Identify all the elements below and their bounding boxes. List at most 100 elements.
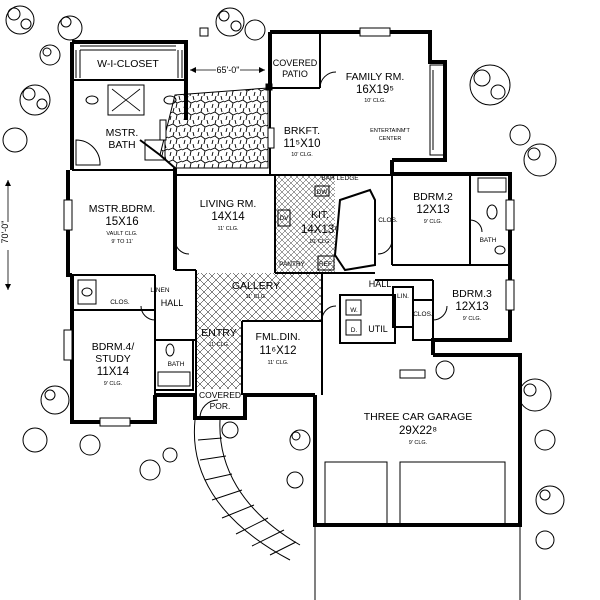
mstr-bdrm-clg-2: 9' TO 11' (111, 239, 132, 245)
kitchen-label: KIT. (311, 209, 329, 221)
tree-icon (40, 385, 70, 415)
garage-clg: 9' CLG. (409, 440, 428, 446)
brkft-size: 11⁵X10 (283, 138, 320, 150)
interior-walls (72, 32, 510, 395)
living-room-label: LIVING RM. (200, 198, 257, 210)
tub-icon (157, 371, 191, 387)
utility-label: UTIL (368, 324, 388, 334)
kitchen-size: 14X13⁶ (301, 224, 339, 236)
dimension-width: 65'-0" (190, 63, 265, 75)
garage-label: THREE CAR GARAGE (364, 411, 473, 423)
bdrm3-label: BDRM.3 (452, 288, 492, 300)
entertainment-label-2: CENTER (379, 136, 402, 142)
tree-icon (535, 530, 555, 550)
tree-icon (79, 434, 101, 456)
driveway (314, 525, 521, 600)
depth-dimension-label: 70'-0" (0, 221, 10, 244)
kitchen-clg: 10' CLG. (309, 239, 331, 245)
fixtures (63, 27, 515, 526)
tree-icon (162, 447, 178, 463)
mstr-bdrm-clg: VAULT CLG. (106, 231, 138, 237)
fireplace-icon (429, 64, 445, 156)
mstr-bath-label-2: BATH (108, 139, 135, 151)
toilet-icon (486, 204, 498, 220)
mstr-bdrm-size: 15X16 (105, 216, 138, 228)
dryer-label: D. (351, 327, 358, 334)
tree-icon (523, 143, 557, 177)
washer-label: W. (350, 307, 358, 314)
annotations: BAR LEDGE DW PANTRY REF. DV CLOS. BATH C… (110, 175, 496, 368)
bdrm4-clg: 9' CLG. (104, 381, 123, 387)
tree-icon (289, 429, 311, 451)
bdrm3-size: 12X13 (455, 301, 488, 313)
bdrm2-bath-label: BATH (480, 237, 497, 244)
dw-label: DW (317, 189, 329, 196)
tree-icon (2, 127, 28, 153)
pantry-label: PANTRY (279, 261, 305, 268)
mstr-bath-label: MSTR. (106, 127, 139, 139)
bdrm2-clg: 9' CLG. (424, 219, 443, 225)
family-room-clg: 10' CLG. (364, 98, 386, 104)
bdrm4-label: BDRM.4/ (92, 341, 135, 353)
tree-icon (286, 471, 304, 489)
tub-icon (477, 177, 507, 193)
covered-por-label-2: POR. (210, 401, 231, 411)
tree-icon (535, 485, 565, 515)
tree-icon (139, 459, 161, 481)
bdrm2-closet-label: CLOS. (378, 217, 398, 224)
small-bath-label: BATH (168, 361, 185, 368)
gallery-tile (196, 273, 322, 321)
bdrm3-closet-label: CLOS. (413, 311, 433, 318)
covered-patio-label: COVERED (273, 58, 318, 68)
kitchen-floor-tile (275, 175, 335, 273)
tree-icon (221, 421, 239, 439)
tree-icon (5, 5, 35, 35)
hall-right-label: HALL (369, 279, 392, 289)
tree-icon (215, 7, 245, 37)
hall-left-label: HALL (161, 298, 184, 308)
wi-closet-label: W-I-CLOSET (97, 58, 159, 70)
linen-label: LINEN (150, 287, 169, 294)
shower-icon (144, 139, 166, 161)
entry-clg: 11' CLG. (208, 342, 230, 348)
entertainment-label: ENTERTAINM'T (370, 128, 410, 134)
brkft-label: BRKFT. (284, 125, 320, 137)
bdrm2-size: 12X13 (416, 204, 449, 216)
family-room-label: FAMILY RM. (346, 71, 405, 83)
tub-icon (107, 84, 145, 116)
dimension-depth: 70'-0" (0, 180, 15, 290)
garage-door-left (324, 461, 388, 526)
gallery-label: GALLERY (232, 280, 280, 292)
sink-icon (85, 95, 99, 105)
garage-door-right (399, 461, 506, 526)
entry-tile (196, 321, 242, 389)
tree-icon (518, 378, 552, 412)
fml-din-size: 11⁶X12 (259, 345, 296, 357)
sink-icon (163, 95, 177, 105)
ref-label: REF. (319, 261, 333, 268)
corner-tub-icon (75, 139, 101, 166)
fml-din-label: FML.DIN. (256, 331, 301, 343)
covered-por-label: COVERED (199, 390, 241, 400)
tree-icon (22, 427, 48, 453)
bdrm2-label: BDRM.2 (413, 191, 453, 203)
bdrm3-clg: 9' CLG. (463, 316, 482, 322)
mstr-bdrm-label: MSTR.BDRM. (89, 203, 156, 215)
room-labels: W-I-CLOSET MSTR. BATH COVERED PATIO FAMI… (89, 58, 492, 446)
linen-closet-label: LIN. (397, 293, 409, 300)
landscape (2, 5, 565, 550)
family-room-size: 16X19⁵ (356, 84, 394, 96)
tree-icon (534, 429, 556, 451)
bdrm4-closet-label: CLOS. (110, 299, 130, 306)
tree-icon (509, 124, 531, 146)
covered-patio-label-2: PATIO (282, 69, 308, 79)
living-room-clg: 11' CLG. (217, 226, 239, 232)
garage-size: 29X22⁸ (399, 425, 437, 437)
living-room-size: 14X14 (211, 211, 245, 223)
brkft-clg: 10' CLG. (291, 152, 313, 158)
gallery-clg: 11' CLG. (245, 294, 267, 300)
dv-label: DV (279, 215, 289, 222)
front-walkway (193, 419, 301, 561)
tree-icon (39, 44, 61, 66)
